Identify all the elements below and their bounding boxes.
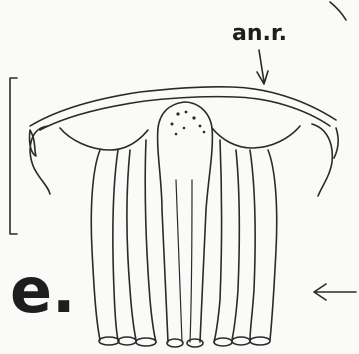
- corner-stroke: [330, 2, 346, 20]
- tube-outer-right-b: [268, 150, 277, 340]
- stipple: [171, 123, 174, 126]
- tube-center-b: [200, 210, 206, 342]
- left-arm-inner: [60, 128, 148, 150]
- right-arm-tip: [334, 128, 338, 158]
- scale-bar: [10, 78, 17, 234]
- tube-end: [136, 338, 156, 346]
- tube-end: [232, 337, 250, 345]
- tube-end: [187, 339, 203, 347]
- tube-center-a: [162, 210, 168, 342]
- stipple: [185, 111, 188, 114]
- tube-outer-right-a: [250, 150, 255, 340]
- stipple: [175, 133, 178, 136]
- tube-end: [99, 337, 119, 345]
- central-head-left: [158, 128, 162, 210]
- stipple: [192, 116, 195, 119]
- tube-end: [214, 338, 232, 346]
- tube-center-inner-a: [176, 180, 182, 342]
- right-arm-inner: [212, 126, 300, 148]
- tube-outer-left-b: [113, 150, 118, 340]
- tube-end: [118, 337, 136, 345]
- stipple: [183, 127, 186, 130]
- tube-end: [167, 339, 183, 347]
- stipple: [203, 131, 206, 134]
- central-head: [158, 102, 212, 210]
- tube-center-inner-b: [190, 180, 192, 342]
- tube-left-mid-a: [127, 150, 136, 340]
- tube-right-mid-b: [232, 150, 239, 340]
- tube-right-mid-a: [214, 140, 222, 342]
- stipple: [176, 112, 179, 115]
- tube-outer-left: [91, 150, 100, 340]
- right-arm: [312, 124, 332, 196]
- tube-end: [250, 337, 270, 345]
- label-anal-ring: an.r.: [232, 21, 287, 46]
- stipple: [199, 125, 202, 128]
- panel-letter: e.: [10, 254, 76, 327]
- tube-left-mid-b: [145, 140, 156, 342]
